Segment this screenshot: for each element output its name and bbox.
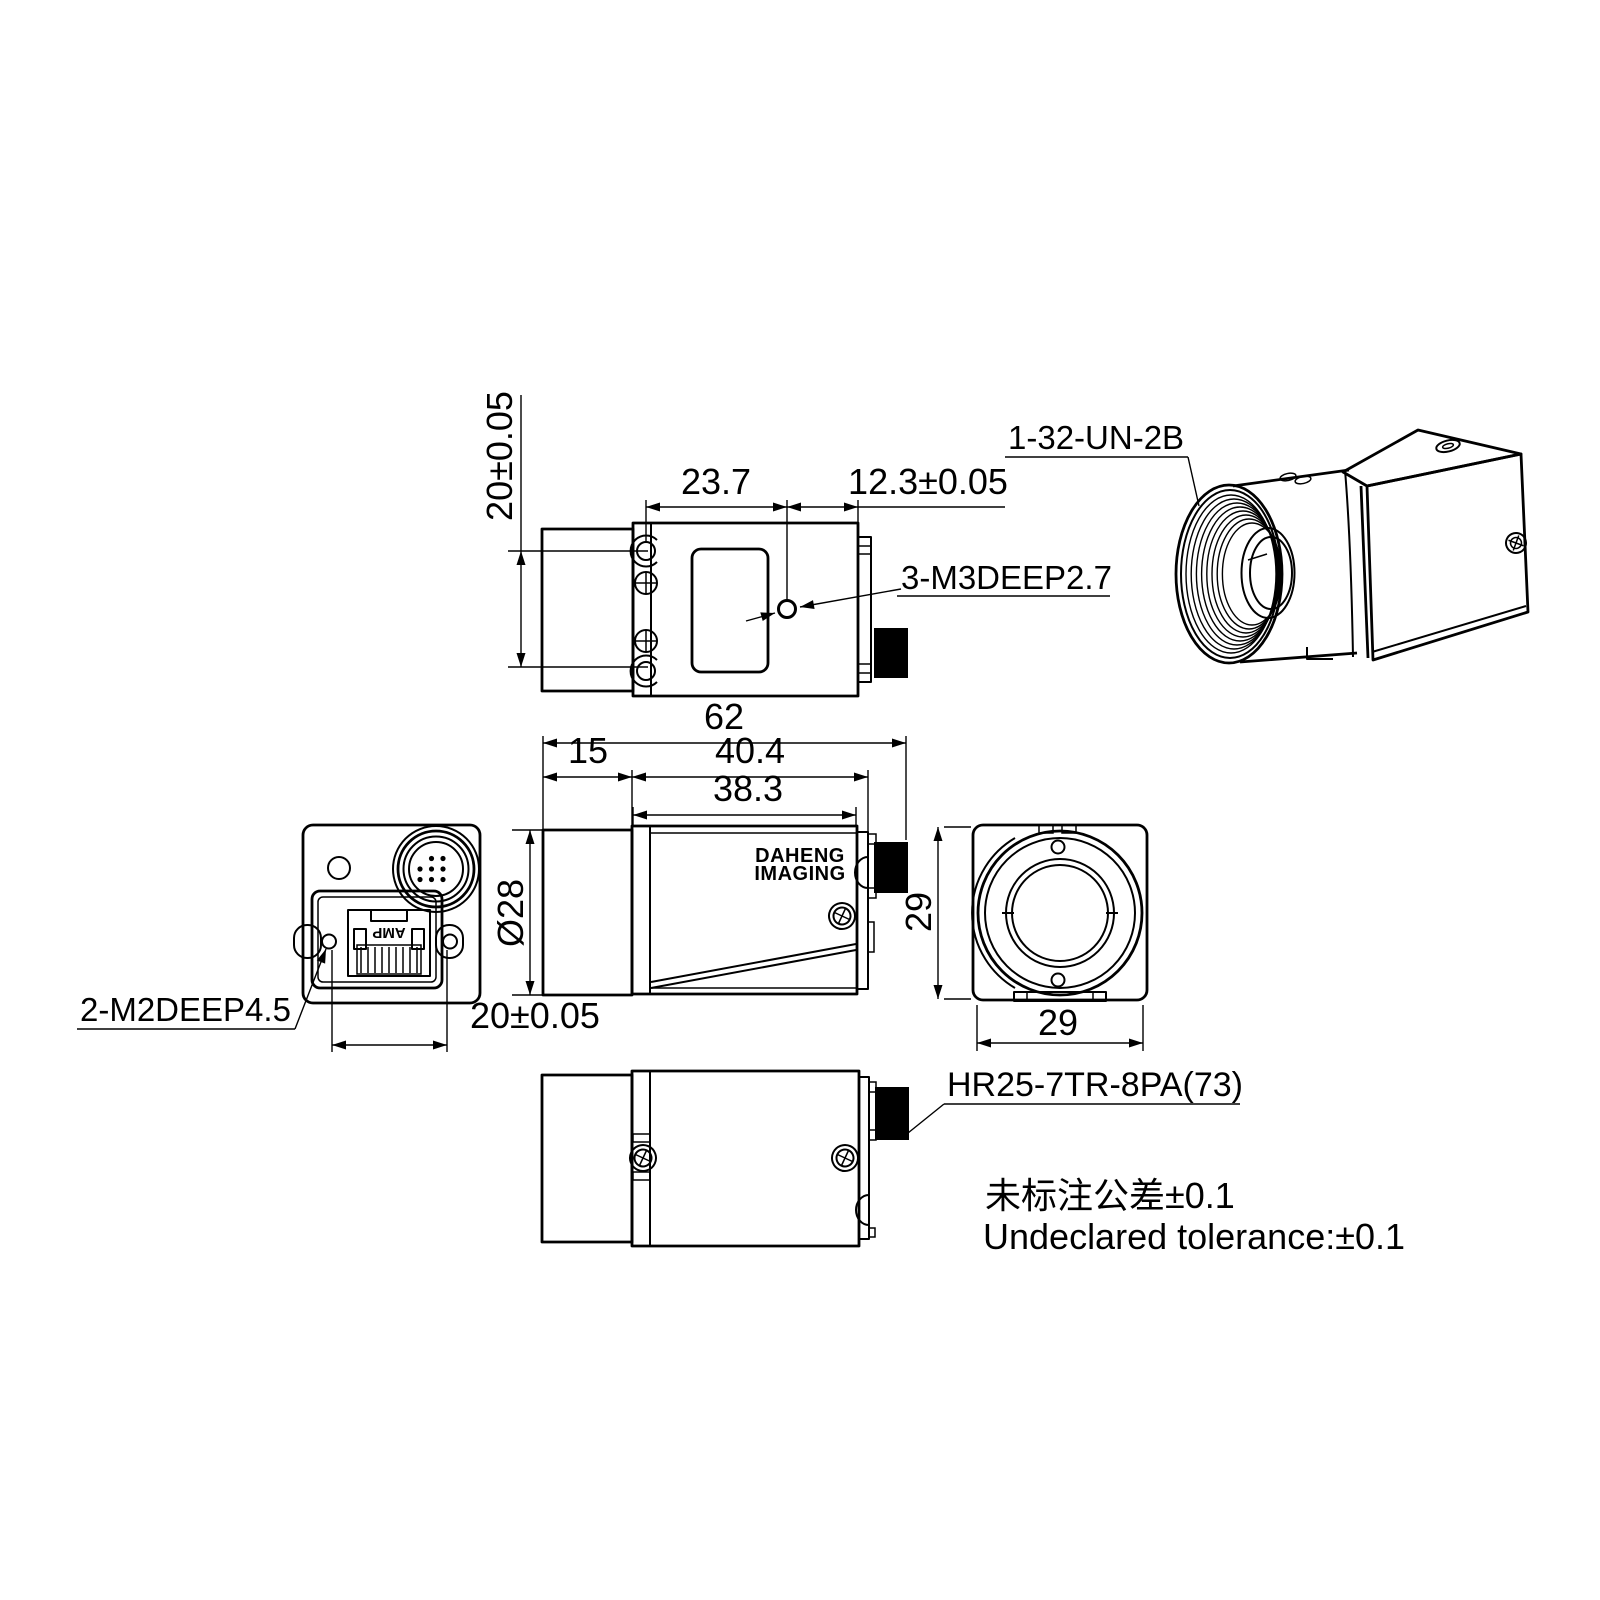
- rj45-connector: AMP: [293, 889, 464, 990]
- top-view-outline: [540, 521, 908, 698]
- bottom-screw-2: [831, 1144, 859, 1172]
- front-view-dimensions: 29 29: [898, 826, 1144, 1051]
- perspective-outline: [1174, 428, 1530, 665]
- m2-callout: 2-M2DEEP4.5: [80, 991, 291, 1028]
- front-bottom-tab: [1013, 991, 1107, 1002]
- rj45-brand-label: AMP: [372, 924, 405, 941]
- m2-hole-left: [321, 933, 337, 950]
- dim-38-3: 38.3: [713, 768, 783, 809]
- top-view-dimensions: 20±0.05 23.7 12.3±0.05 3-M3DEEP2.7: [479, 391, 1112, 668]
- bottom-view-annotations: HR25-7TR-8PA(73): [907, 1066, 1243, 1134]
- thread-lines: [1185, 494, 1283, 654]
- tolerance-note-cn: 未标注公差±0.1: [985, 1175, 1235, 1216]
- top-recess: [690, 547, 770, 674]
- thread-callout: 1-32-UN-2B: [1008, 419, 1184, 456]
- back-view: AMP 2-M2DEEP4.5 20±0.05: [77, 823, 600, 1052]
- top-screw-1: [634, 571, 658, 595]
- camera-top-face: [1341, 428, 1523, 488]
- m3-callout: 3-M3DEEP2.7: [901, 559, 1112, 596]
- top-view: 20±0.05 23.7 12.3±0.05 3-M3DEEP2.7: [479, 391, 1112, 698]
- lens-mount-ring: [976, 829, 1144, 997]
- back-view-dimensions: 2-M2DEEP4.5 20±0.05: [77, 948, 600, 1052]
- tolerance-note: 未标注公差±0.1 Undeclared tolerance:±0.1: [983, 1175, 1405, 1257]
- dim-29-height: 29: [898, 892, 939, 932]
- m2-hole-right: [442, 933, 458, 950]
- camera-side-face: [1365, 452, 1530, 662]
- m3-hole: [777, 599, 797, 619]
- perspective-side-screw: [1505, 532, 1527, 554]
- hr25-callout: HR25-7TR-8PA(73): [947, 1066, 1243, 1104]
- connector-top-view: [874, 628, 908, 678]
- connector-bottom-view: [875, 1087, 909, 1140]
- dim-15: 15: [568, 730, 608, 771]
- front-view: 29 29: [898, 823, 1149, 1051]
- front-view-outline: [971, 823, 1149, 1002]
- top-face-hole: [1435, 438, 1461, 454]
- dim-23-7: 23.7: [681, 461, 751, 502]
- tolerance-note-en: Undeclared tolerance:±0.1: [983, 1216, 1405, 1257]
- perspective-view: 1-32-UN-2B: [1005, 419, 1530, 665]
- dim-20-top: 20±0.05: [479, 391, 520, 521]
- perspective-annotations: 1-32-UN-2B: [1005, 419, 1200, 507]
- dim-dia-28: Ø28: [490, 879, 531, 947]
- side-view: DAHENG IMAGING 62 15 40.4 38.3 Ø28: [490, 696, 908, 997]
- side-screw: [828, 902, 856, 930]
- back-view-outline: AMP: [293, 823, 482, 1005]
- logo-line1: DAHENG: [755, 845, 845, 867]
- bottom-screw-1: [629, 1144, 657, 1172]
- back-hole: [327, 856, 351, 880]
- side-view-outline: DAHENG IMAGING: [541, 824, 908, 997]
- dim-20-back: 20±0.05: [470, 995, 600, 1036]
- bottom-view-outline: [540, 1069, 909, 1248]
- side-view-dimensions: 62 15 40.4 38.3 Ø28: [490, 696, 907, 996]
- logo-line2: IMAGING: [754, 863, 845, 885]
- hr25-connector-back: [392, 825, 480, 913]
- dim-40-4: 40.4: [715, 730, 785, 771]
- top-screw-2: [634, 629, 658, 653]
- dim-29-width: 29: [1038, 1002, 1078, 1043]
- bottom-view: HR25-7TR-8PA(73): [540, 1066, 1243, 1248]
- connector-side-view: [874, 842, 908, 893]
- dim-12-3: 12.3±0.05: [848, 461, 1008, 502]
- dim-62: 62: [704, 696, 744, 737]
